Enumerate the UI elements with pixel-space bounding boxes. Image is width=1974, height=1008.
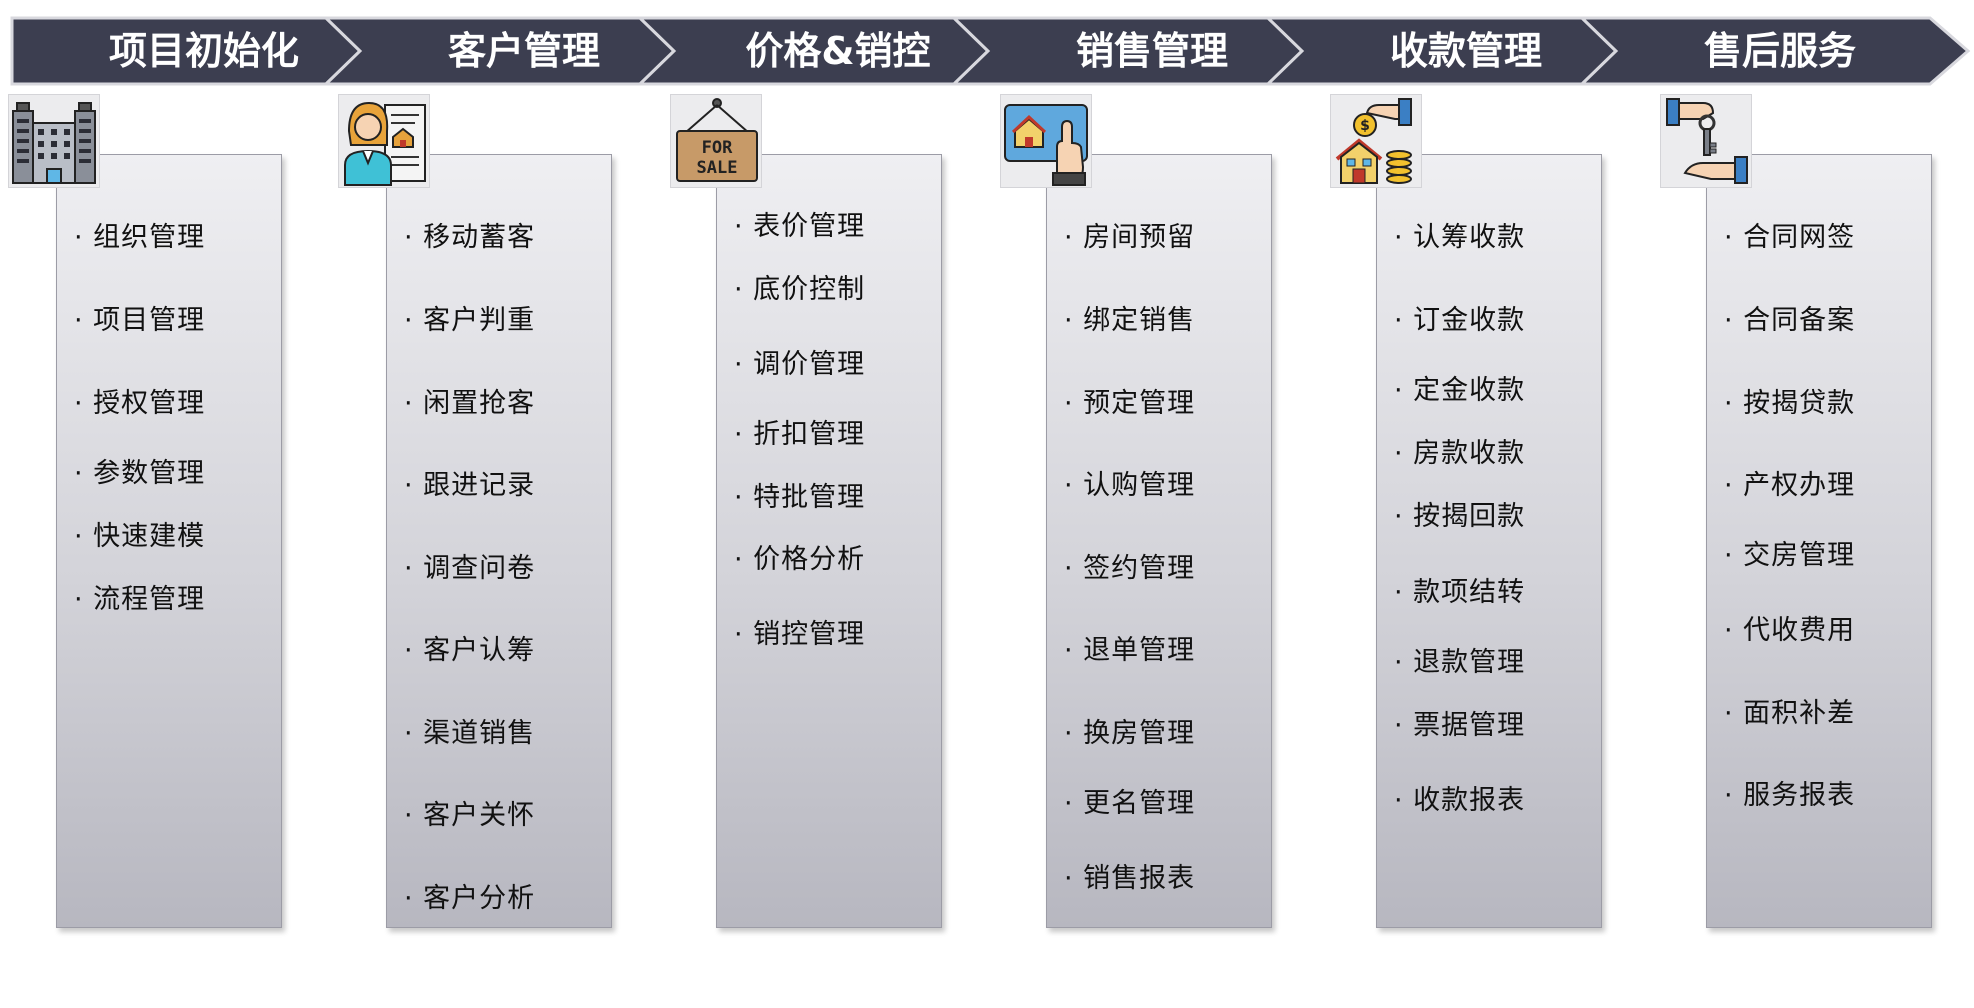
process-banner: 项目初始化 客户管理 价格&销控 销售管理 收款管理 售后服务 (10, 16, 1971, 86)
list-item: · 服务报表 (1724, 780, 1856, 811)
banner-title-5: 收款管理 (1390, 29, 1542, 73)
banner-title-3: 价格&销控 (745, 29, 930, 73)
list-item: · 快速建模 (74, 521, 206, 552)
list-item: · 预定管理 (1064, 388, 1196, 419)
list-item: · 组织管理 (74, 222, 206, 253)
list-item: · 流程管理 (74, 584, 206, 615)
list-item: · 面积补差 (1724, 698, 1856, 729)
column-panel-sales (1046, 154, 1272, 928)
list-item: · 参数管理 (74, 458, 206, 489)
list-item: · 签约管理 (1064, 553, 1196, 584)
list-item: · 销控管理 (734, 619, 866, 650)
list-item: · 换房管理 (1064, 718, 1196, 749)
list-item: · 底价控制 (734, 274, 866, 305)
list-item: · 退单管理 (1064, 635, 1196, 666)
banner-title-2: 客户管理 (448, 29, 600, 73)
list-item: · 表价管理 (734, 211, 866, 242)
column-panel-after-sales (1706, 154, 1932, 928)
banner-title-1: 项目初始化 (109, 29, 299, 73)
column-panel-project-init (56, 154, 282, 928)
list-item: · 款项结转 (1394, 577, 1526, 608)
list-item: · 定金收款 (1394, 375, 1526, 406)
banner-title-4: 销售管理 (1076, 29, 1228, 73)
list-item: · 授权管理 (74, 388, 206, 419)
list-item: · 认购管理 (1064, 470, 1196, 501)
key-handover-icon (1660, 94, 1752, 188)
list-item: · 调查问卷 (404, 553, 536, 584)
list-item: · 代收费用 (1724, 615, 1856, 646)
sign-text-for: FOR (702, 138, 733, 158)
list-item: · 调价管理 (734, 349, 866, 380)
list-item: · 退款管理 (1394, 647, 1526, 678)
list-item: · 折扣管理 (734, 419, 866, 450)
list-item: · 订金收款 (1394, 305, 1526, 336)
list-item: · 房款收款 (1394, 438, 1526, 469)
list-item: · 票据管理 (1394, 710, 1526, 741)
list-item: · 客户关怀 (404, 800, 536, 831)
list-item: · 合同网签 (1724, 222, 1856, 253)
house-payment-icon: $ (1330, 94, 1422, 188)
list-item: · 渠道销售 (404, 718, 536, 749)
list-item: · 项目管理 (74, 305, 206, 336)
office-building-icon (8, 94, 100, 188)
list-item: · 闲置抢客 (404, 388, 536, 419)
list-item: · 产权办理 (1724, 470, 1856, 501)
list-item: · 绑定销售 (1064, 305, 1196, 336)
column-panel-price-sales-control (716, 154, 942, 928)
list-item: · 移动蓄客 (404, 222, 536, 253)
list-item: · 特批管理 (734, 482, 866, 513)
list-item: · 房间预留 (1064, 222, 1196, 253)
list-item: · 跟进记录 (404, 470, 536, 501)
svg-text:$: $ (1360, 118, 1370, 134)
agent-with-document-icon (338, 94, 430, 188)
list-item: · 按揭贷款 (1724, 388, 1856, 419)
column-panel-customer (386, 154, 612, 928)
for-sale-sign-icon: FOR SALE (670, 94, 762, 188)
banner-title-6: 售后服务 (1704, 29, 1856, 73)
list-item: · 更名管理 (1064, 788, 1196, 819)
list-item: · 合同备案 (1724, 305, 1856, 336)
list-item: · 认筹收款 (1394, 222, 1526, 253)
list-item: · 客户判重 (404, 305, 536, 336)
list-item: · 价格分析 (734, 544, 866, 575)
sign-text-sale: SALE (697, 158, 738, 178)
list-item: · 客户分析 (404, 883, 536, 914)
banner-segment-6 (1578, 16, 1971, 86)
list-item: · 按揭回款 (1394, 501, 1526, 532)
list-item: · 客户认筹 (404, 635, 536, 666)
touch-screen-house-icon (1000, 94, 1092, 188)
list-item: · 收款报表 (1394, 785, 1526, 816)
list-item: · 销售报表 (1064, 863, 1196, 894)
column-panel-payment (1376, 154, 1602, 928)
list-item: · 交房管理 (1724, 540, 1856, 571)
